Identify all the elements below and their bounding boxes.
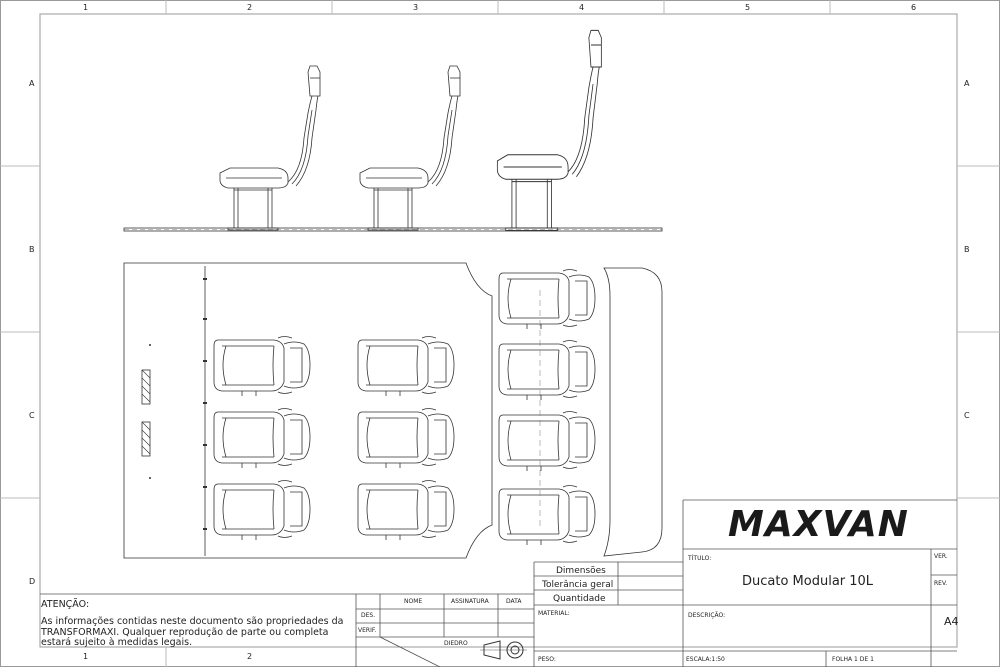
zone-label-top-2: 2 bbox=[247, 3, 253, 12]
zone-label-top-4: 4 bbox=[579, 3, 585, 12]
weight-label: PESO: bbox=[538, 656, 556, 663]
projection-label: DIEDRO bbox=[444, 640, 468, 647]
col-signature: ASSINATURA bbox=[451, 598, 489, 605]
side-view bbox=[123, 29, 663, 232]
warning-title: ATENÇÃO: bbox=[41, 599, 90, 610]
warning-text: As informações contidas neste documento … bbox=[41, 616, 344, 648]
projection-symbol-icon bbox=[480, 640, 527, 660]
ver-label: VER. bbox=[934, 553, 948, 560]
col-name: NOME bbox=[404, 598, 423, 605]
zone-label-top-1: 1 bbox=[83, 3, 89, 12]
material-label: MATERIAL: bbox=[538, 610, 570, 617]
sheet-size: A4 bbox=[944, 615, 959, 628]
zone-label-top-5: 5 bbox=[745, 3, 751, 12]
scale-label: ESCALA:1:50 bbox=[686, 656, 725, 663]
row-verif: VERIF. bbox=[358, 627, 377, 634]
zone-label-left-c: C bbox=[29, 411, 35, 420]
dimensions-label: Dimensões bbox=[556, 566, 606, 576]
zone-label-top-6: 6 bbox=[911, 3, 917, 12]
sheet-number: FOLHA 1 DE 1 bbox=[832, 656, 874, 663]
zone-label-left-d: D bbox=[29, 577, 36, 586]
description-label: DESCRIÇÃO: bbox=[688, 612, 726, 619]
col-date: DATA bbox=[506, 598, 522, 605]
zone-label-top-3: 3 bbox=[413, 3, 419, 12]
zone-label-left-b: B bbox=[29, 245, 35, 254]
zone-label-left-a: A bbox=[29, 79, 35, 88]
top-view bbox=[123, 262, 663, 559]
quantity-label: Quantidade bbox=[553, 594, 606, 604]
title-label: TÍTULO: bbox=[688, 555, 712, 562]
zone-label-bottom-2: 2 bbox=[247, 652, 253, 661]
inner-border bbox=[39, 13, 958, 648]
zone-label-right-b: B bbox=[964, 245, 970, 254]
zone-label-right-c: C bbox=[964, 411, 970, 420]
zone-label-right-a: A bbox=[964, 79, 970, 88]
zone-label-bottom-1: 1 bbox=[83, 652, 89, 661]
maxvan-logo: MAXVAN bbox=[728, 504, 909, 545]
rev-label: REV. bbox=[934, 580, 948, 587]
tolerance-label: Tolerância geral bbox=[542, 580, 614, 590]
title-block bbox=[40, 499, 957, 667]
drawing-title: Ducato Modular 10L bbox=[742, 574, 874, 589]
row-des: DES. bbox=[361, 612, 376, 619]
